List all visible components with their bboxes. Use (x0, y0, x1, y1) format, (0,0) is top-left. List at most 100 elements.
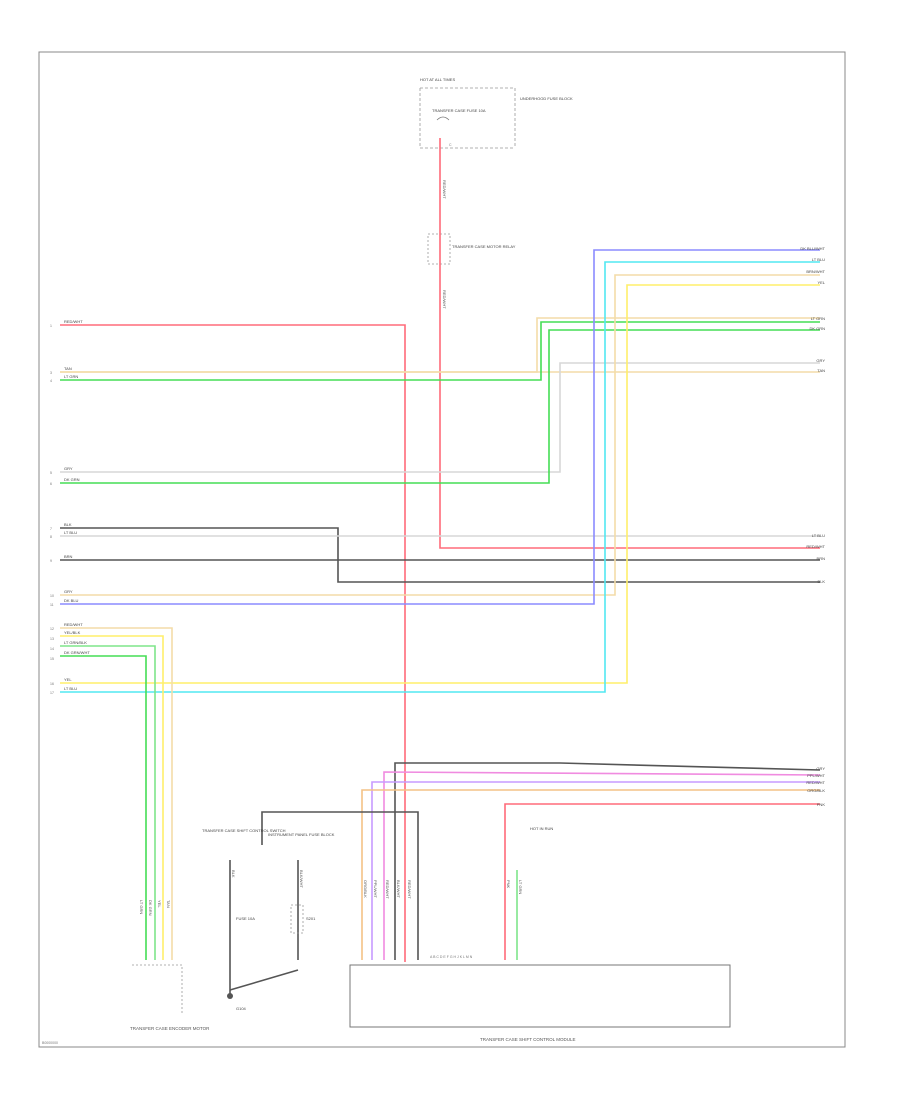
vlabel-b2: RED/WHT (385, 880, 390, 899)
right-label-8: LT BLU (812, 533, 825, 538)
vlabel-ground: BLK (231, 870, 236, 878)
right-label-3: YEL (817, 280, 825, 285)
left-label-14: YEL (64, 677, 72, 682)
transfer-case-sensor: TRANSFER CASE ENCODER MOTOR (130, 964, 210, 1031)
wire-bottom-orange (361, 789, 820, 960)
connector-mid-label: INSTRUMENT PANEL FUSE BLOCK (268, 832, 335, 837)
right-label-15: ORG/BLK (807, 788, 825, 793)
vlabel-sensor-3: YEL (157, 900, 162, 908)
ground-symbol (227, 993, 233, 999)
right-label-16: PNK (817, 802, 826, 807)
relay: TRANSFER CASE MOTOR RELAY (427, 233, 516, 265)
vlabel-b4: RED/WHT (407, 880, 412, 899)
wire-bottom-magenta (383, 771, 821, 960)
svg-text:7: 7 (50, 527, 52, 531)
relay-label: TRANSFER CASE MOTOR RELAY (452, 244, 516, 249)
wire-bottom-red (504, 803, 820, 960)
svg-text:16: 16 (50, 682, 54, 686)
control-module: A B C D E F G H J K L M N TRANSFER CASE … (349, 955, 731, 1042)
wire-sensor-tan (60, 627, 173, 960)
wire-sensor-green (60, 655, 147, 960)
left-label-11: YEL/BLK (64, 630, 81, 635)
module-pin-letters: A B C D E F G H J K L M N (430, 955, 473, 959)
right-label-11: BLK (817, 579, 825, 584)
left-label-1: TAN (64, 366, 72, 371)
vlabel-sensor-4: TAN (166, 900, 171, 908)
svg-text:4: 4 (50, 379, 52, 383)
left-label-3: GRY (64, 466, 73, 471)
svg-text:17: 17 (50, 691, 54, 695)
fuse-block-label: UNDERHOOD FUSE BLOCK (520, 96, 573, 101)
svg-text:9: 9 (50, 559, 52, 563)
vlabel-red-relay: RED/WHT (442, 290, 447, 309)
left-labels: RED/WHT TAN LT GRN GRY DK GRN BLK LT BLU… (50, 319, 90, 695)
wire-red-left (60, 324, 406, 962)
right-label-10: BRN (817, 556, 826, 561)
control-module-caption: TRANSFER CASE SHIFT CONTROL MODULE (480, 1037, 576, 1042)
vlabel-b3: BLK/WHT (396, 880, 401, 898)
wire-sensor-ltgreen (60, 645, 156, 960)
vlabel-b5: PNK (506, 880, 511, 889)
vlabel-sensor-1: LT GRN (139, 900, 144, 914)
hot-at-all-times-label: HOT AT ALL TIMES (420, 77, 455, 82)
bottom-relay-box (290, 904, 304, 934)
vlabel-b0: ORG/BLK (363, 880, 368, 898)
right-label-0: DK BLU/WHT (800, 246, 825, 251)
left-label-6: LT BLU (64, 530, 77, 535)
vlabel-sensor-2: DK GRN (148, 900, 153, 916)
wire-lt-green (60, 321, 820, 381)
wire-bottom-black (394, 762, 821, 960)
vlabel-red-top: RED/WHT (442, 180, 447, 199)
right-label-2: BRN/WHT (806, 269, 825, 274)
svg-text:11: 11 (50, 603, 54, 607)
svg-text:14: 14 (50, 647, 54, 651)
right-label-13: PPL/WHT (807, 773, 825, 778)
wire-red-main (439, 138, 820, 549)
vertical-wire-labels: RED/WHT RED/WHT BLK BLK/WHT LT GRN DK GR… (139, 180, 523, 916)
left-label-0: RED/WHT (64, 319, 83, 324)
right-label-9: RED/WHT (806, 544, 825, 549)
vlabel-b1: PPL/WHT (373, 880, 378, 898)
left-label-9: DK BLU (64, 598, 79, 603)
wire-dk-green (60, 329, 820, 484)
svg-text:1: 1 (50, 324, 52, 328)
svg-text:13: 13 (50, 637, 54, 641)
right-label-14: RED/WHT (806, 780, 825, 785)
svg-text:5: 5 (50, 471, 52, 475)
wire-blue (60, 249, 820, 605)
wire-yellow (60, 284, 820, 684)
wire-relay-feed (261, 811, 419, 960)
right-labels: DK BLU/WHT LT BLU BRN/WHT YEL LT GRN DK … (800, 246, 825, 807)
top-fuse-area: HOT AT ALL TIMES TRANSFER CASE FUSE 10A … (419, 77, 573, 149)
svg-text:12: 12 (50, 627, 54, 631)
svg-text:6: 6 (50, 482, 52, 486)
wires (60, 138, 821, 995)
figure-id: B0000000 (42, 1041, 58, 1045)
ground-label: G104 (236, 1006, 247, 1011)
diagram-frame (38, 51, 846, 1048)
bottom-components: TRANSFER CASE SHIFT CONTROL SWITCH INSTR… (202, 826, 553, 1011)
fuse-bottom-label: FUSE 10A (236, 916, 255, 921)
sensor-caption: TRANSFER CASE ENCODER MOTOR (130, 1026, 210, 1031)
right-label-7: TAN (817, 368, 825, 373)
fuse-symbol (436, 116, 450, 121)
wire-bottom-violet (371, 781, 820, 960)
wire-gray-1 (60, 362, 820, 473)
left-label-13: DK GRN/WHT (64, 650, 90, 655)
svg-text:8: 8 (50, 535, 52, 539)
vlabel-relay: BLK/WHT (299, 870, 304, 888)
left-label-5: BLK (64, 522, 72, 527)
wire-black-1 (60, 527, 820, 583)
left-label-15: LT BLU (64, 686, 77, 691)
vlabel-b6: LT GRN (518, 880, 523, 894)
left-label-2: LT GRN (64, 374, 78, 379)
ign-note-label: HOT IN RUN (530, 826, 553, 831)
left-label-7: BRN (64, 554, 73, 559)
wire-cyan (60, 261, 820, 693)
wire-sensor-yellow (60, 635, 164, 960)
right-label-4: LT GRN (811, 316, 825, 321)
svg-text:3: 3 (50, 371, 52, 375)
right-label-5: DK GRN (809, 326, 825, 331)
wire-ground-link (229, 969, 299, 991)
